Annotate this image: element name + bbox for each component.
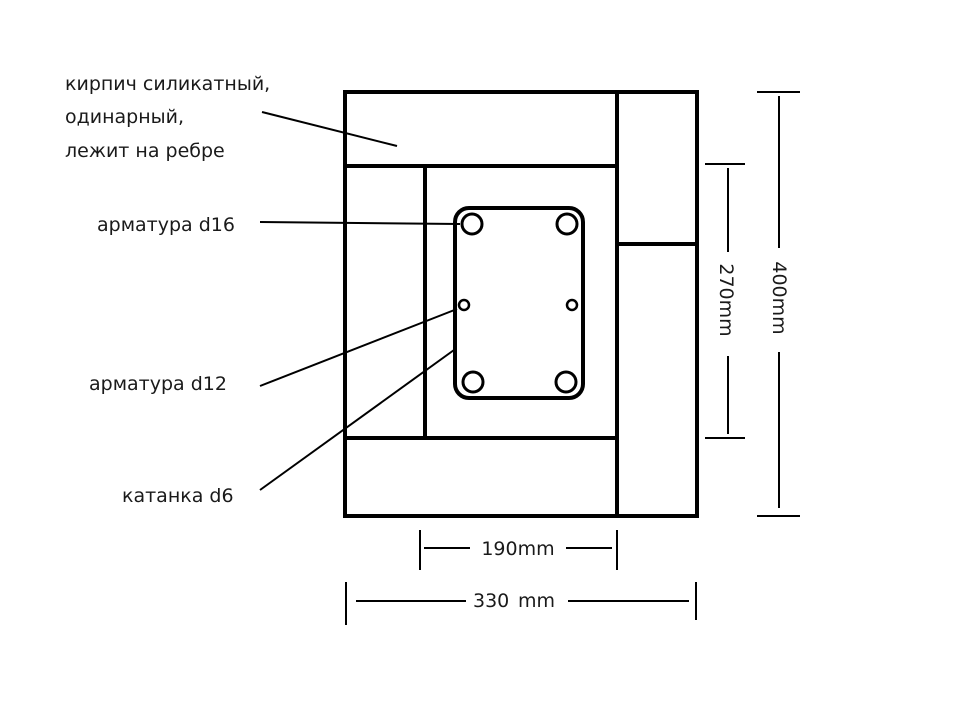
- label-brick-line2: одинарный,: [65, 106, 184, 128]
- dimension-outer-width-number: 330: [473, 590, 509, 612]
- leader-rebar-d16: [259, 221, 461, 225]
- dimension-inner-height-text: 270mm: [715, 263, 737, 336]
- rebar-d16-bottom-right: [554, 370, 578, 394]
- brick-right-lower: [615, 242, 699, 518]
- dimension-outer-width-unit: mm: [518, 590, 555, 612]
- rebar-d12-right: [565, 298, 579, 312]
- label-rebar-d12: арматура d12: [89, 373, 227, 395]
- dimension-inner-height: 270mm: [705, 163, 745, 439]
- concrete-core: [423, 164, 619, 440]
- rebar-d16-top-right: [555, 212, 579, 236]
- label-wire-d6: катанка d6: [122, 485, 234, 507]
- dimension-outer-height-text: 400mm: [768, 261, 790, 334]
- label-rebar-d16: арматура d16: [97, 214, 235, 236]
- label-brick-line3: лежит на ребре: [65, 140, 225, 162]
- brick-right-upper: [615, 90, 699, 246]
- label-brick-line1: кирпич силикатный,: [65, 73, 270, 95]
- dimension-inner-width-text: 190mm: [481, 538, 554, 560]
- dimension-outer-width: 330 mm: [345, 582, 697, 625]
- outer-column-outline: [343, 90, 699, 518]
- dimension-inner-width: 190mm: [419, 530, 618, 570]
- rebar-d16-top-left: [460, 212, 484, 236]
- brick-top: [343, 90, 619, 168]
- dimension-outer-height: 400mm: [757, 91, 800, 517]
- rebar-d12-left: [457, 298, 471, 312]
- rebar-d16-bottom-left: [461, 370, 485, 394]
- brick-left: [343, 164, 427, 440]
- leader-wire-d6: [259, 349, 455, 491]
- stirrup-wire-d6: [453, 206, 585, 400]
- leader-rebar-d12: [259, 308, 458, 387]
- leader-brick: [261, 111, 398, 147]
- brick-bottom: [343, 436, 619, 518]
